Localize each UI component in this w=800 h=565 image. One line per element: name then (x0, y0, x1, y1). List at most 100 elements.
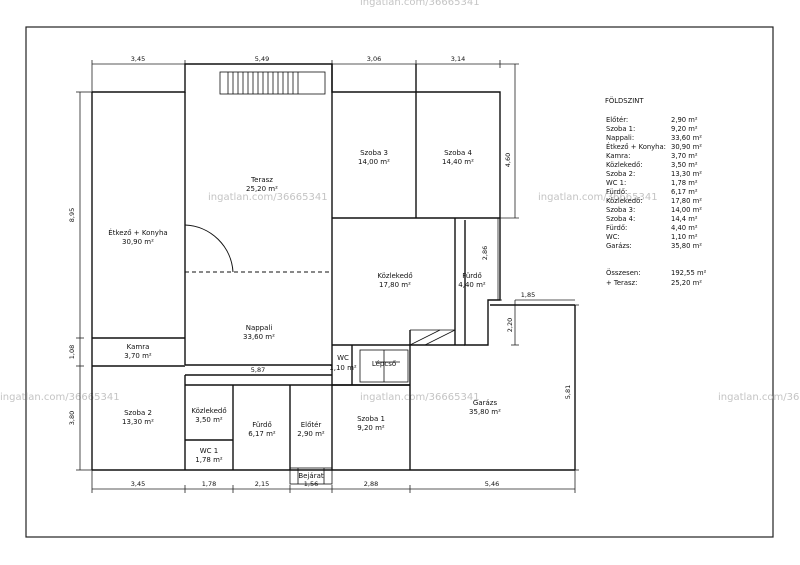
room-kozlekedo2-name: Közlekedő (191, 406, 226, 415)
dimension-top (91, 60, 501, 92)
staircase-top (219, 71, 326, 95)
dim-left-2: 1,08 (68, 345, 76, 359)
watermark: ingatlan.com/36665341 (360, 392, 480, 403)
dim-right-1: 4,60 (504, 153, 512, 167)
legend-title: FÖLDSZINT (605, 96, 644, 105)
room-etkezo-area: 30,90 m² (122, 238, 154, 246)
dim-right-2: 2,86 (481, 246, 489, 260)
dim-top-4: 3,14 (451, 55, 465, 63)
dim-inner-587: 5,87 (251, 366, 265, 374)
legend-label: Közlekedő: (606, 196, 643, 205)
room-etkezo-name: Étkező + Konyha (108, 228, 167, 237)
room-szoba1-area: 9,20 m² (357, 424, 385, 432)
room-eloter-area: 2,90 m² (297, 430, 325, 438)
legend-label: Közlekedő: (606, 160, 643, 169)
dim-right-3: 2,20 (506, 318, 514, 332)
dim-inner-185: 1,85 (521, 291, 535, 299)
legend-value: 33,60 m² (671, 134, 702, 142)
watermark: ingatlan.com/36665341 (0, 392, 120, 403)
watermarks: ingatlan.com/36665341 ingatlan.com/36665… (0, 0, 800, 403)
legend-total-label: + Terasz: (606, 279, 637, 287)
legend-value: 14,00 m² (671, 206, 702, 214)
room-wc-area: 1,10 m² (329, 364, 357, 372)
legend-label: Szoba 1: (606, 125, 635, 133)
legend-label: WC 1: (606, 179, 626, 187)
legend-total-value: 25,20 m² (671, 279, 702, 287)
watermark: ingatlan.com/36665341 (208, 192, 328, 203)
dim-bottom-3: 2,15 (255, 480, 269, 488)
watermark: ingatlan.com/36665341 (538, 192, 658, 203)
room-kamra-area: 3,70 m² (124, 352, 152, 360)
room-szoba2-name: Szoba 2 (124, 409, 152, 417)
legend-total-label: Összesen: (606, 268, 641, 277)
legend-value: 1,78 m² (671, 179, 698, 187)
room-lepcso-name: Lépcső (372, 359, 396, 368)
dim-bottom-1: 3,45 (131, 480, 145, 488)
drawing-frame (25, 26, 774, 538)
room-kozlekedo1-name: Közlekedő (377, 271, 412, 280)
room-kozlekedo1-area: 17,80 m² (379, 281, 411, 289)
staircase-inner (359, 329, 456, 383)
room-furdo1-area: 4,40 m² (458, 281, 486, 289)
dim-right-4: 5,81 (564, 385, 572, 399)
legend-label: Garázs: (606, 242, 632, 250)
room-wc1-area: 1,78 m² (195, 456, 223, 464)
door-swing (184, 224, 234, 273)
legend-label: Fürdő: (606, 187, 627, 196)
legend-label: Szoba 3: (606, 206, 635, 214)
room-furdo2-area: 6,17 m² (248, 430, 276, 438)
room-szoba4-area: 14,40 m² (442, 158, 474, 166)
room-bejarat-name: Bejárat (298, 472, 324, 480)
dim-left-1: 8,95 (68, 208, 76, 222)
legend-value: 3,50 m² (671, 161, 698, 169)
room-szoba1-name: Szoba 1 (357, 415, 385, 423)
room-wc-name: WC (337, 354, 349, 362)
legend-label: Kamra: (606, 152, 630, 160)
dim-bottom-6: 5,46 (485, 480, 499, 488)
dimension-right (494, 63, 579, 471)
legend-value: 13,30 m² (671, 170, 702, 178)
room-nappali-name: Nappali (246, 324, 273, 332)
dim-bottom-2: 1,78 (202, 480, 216, 488)
room-terasz-area: 25,20 m² (246, 185, 278, 193)
watermark: ingatlan.com/36665341 (718, 392, 800, 403)
room-wc1-name: WC 1 (200, 447, 219, 455)
openings (92, 217, 455, 345)
legend-value: 14,4 m² (671, 215, 698, 223)
legend-label: Étkező + Konyha: (606, 142, 666, 151)
legend-value: 4,40 m² (671, 224, 698, 232)
walls (91, 63, 576, 471)
room-garazs-name: Garázs (473, 399, 498, 407)
legend-label: WC: (606, 233, 620, 241)
room-furdo1-name: Fürdő (462, 271, 482, 280)
room-szoba2-area: 13,30 m² (122, 418, 154, 426)
dim-left-3: 3,80 (68, 411, 76, 425)
legend-label: Szoba 4: (606, 215, 635, 223)
dimension-bottom (91, 470, 576, 493)
dim-top-3: 3,06 (367, 55, 381, 63)
dim-top-1: 3,45 (131, 55, 145, 63)
room-szoba4-name: Szoba 4 (444, 149, 472, 157)
legend-label: Fürdő: (606, 223, 627, 232)
legend-value: 6,17 m² (671, 188, 698, 196)
legend-value: 1,10 m² (671, 233, 698, 241)
legend-value: 17,80 m² (671, 197, 702, 205)
watermark: ingatlan.com/36665341 (360, 0, 480, 8)
dimension-left (76, 91, 92, 471)
dim-top-2: 5,49 (255, 55, 269, 63)
legend-value: 3,70 m² (671, 152, 698, 160)
legend-value: 9,20 m² (671, 125, 698, 133)
legend-total-value: 192,55 m² (671, 269, 707, 277)
legend-value: 30,90 m² (671, 143, 702, 151)
room-nappali-area: 33,60 m² (243, 333, 275, 341)
room-labels: Terasz 25,20 m² Szoba 3 14,00 m² Szoba 4… (108, 149, 501, 480)
legend-label: Szoba 2: (606, 170, 635, 178)
legend-label: Nappali: (606, 134, 634, 142)
room-garazs-area: 35,80 m² (469, 408, 501, 416)
entrance-steps (289, 467, 333, 485)
room-eloter-name: Előtér (301, 420, 322, 429)
legend-value: 35,80 m² (671, 242, 702, 250)
legend-value: 2,90 m² (671, 116, 698, 124)
room-szoba3-name: Szoba 3 (360, 149, 388, 157)
